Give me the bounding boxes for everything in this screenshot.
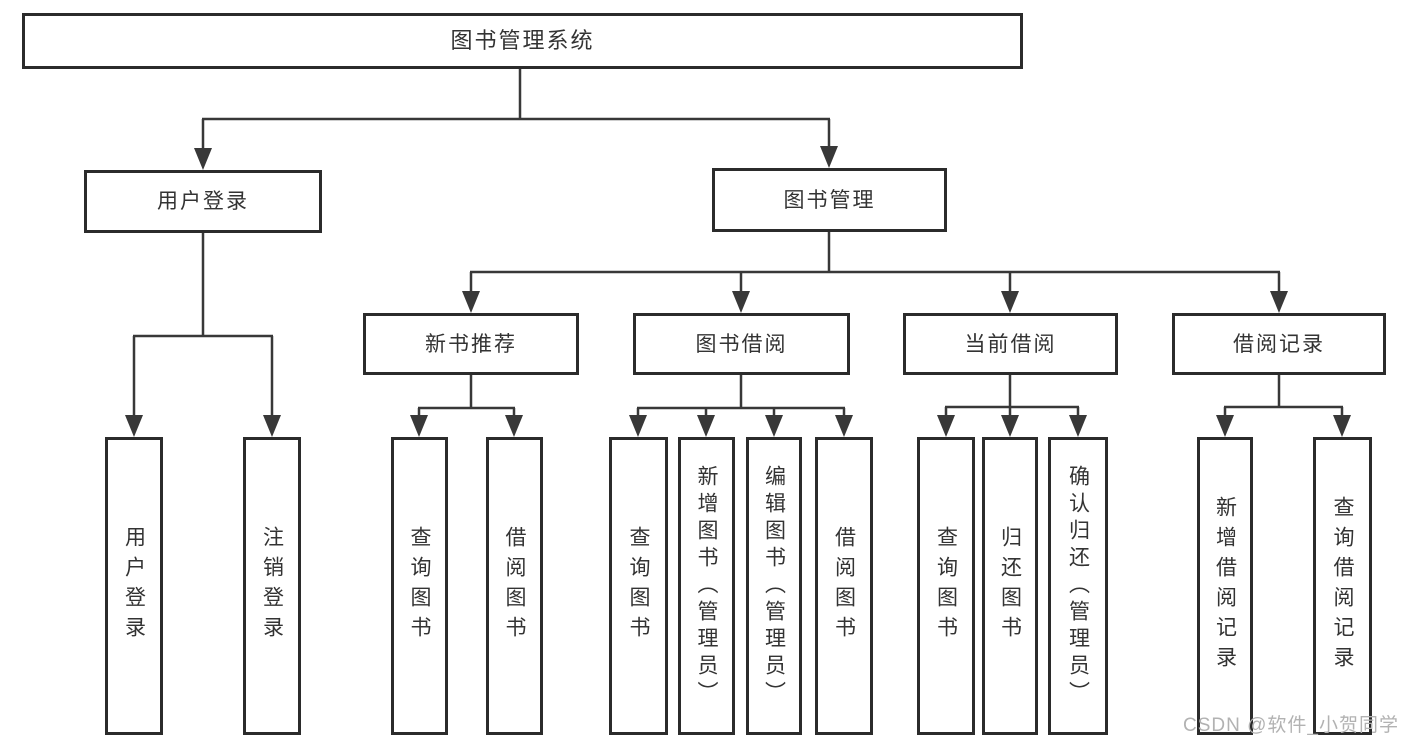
leaf-edit-book-admin: 编辑图书（管理员） xyxy=(746,437,802,735)
leaf-logout: 注销登录 xyxy=(243,437,301,735)
node-new-book-recommend-label: 新书推荐 xyxy=(425,332,517,356)
leaf-query-books-current: 查询图书 xyxy=(917,437,975,735)
connector-book-management-to-level3 xyxy=(469,232,1281,303)
leaf-return-books-label: 归还图书 xyxy=(998,526,1022,646)
leaf-query-borrow-record-label: 查询借阅记录 xyxy=(1331,496,1354,676)
node-user-login-label: 用户登录 xyxy=(157,190,249,213)
node-borrow-records-label: 借阅记录 xyxy=(1233,332,1325,356)
node-root-label: 图书管理系统 xyxy=(450,28,595,53)
leaf-edit-book-admin-label: 编辑图书（管理员） xyxy=(762,464,786,708)
leaf-borrow-books-label: 借阅图书 xyxy=(832,526,856,646)
node-borrow-records: 借阅记录 xyxy=(1172,313,1386,375)
node-user-login: 用户登录 xyxy=(84,170,322,233)
leaf-query-books-borrow-label: 查询图书 xyxy=(627,526,650,646)
leaf-user-login: 用户登录 xyxy=(105,437,163,735)
connector-new-book-to-leaves xyxy=(417,375,516,427)
leaf-add-book-admin: 新增图书（管理员） xyxy=(678,437,735,735)
leaf-confirm-return-admin-label: 确认归还（管理员） xyxy=(1066,464,1090,708)
connector-root-to-level2 xyxy=(201,69,831,160)
connector-book-borrow-to-leaves xyxy=(636,375,846,427)
leaf-query-books-borrow: 查询图书 xyxy=(609,437,668,735)
leaf-logout-label: 注销登录 xyxy=(260,526,284,646)
node-book-management-label: 图书管理 xyxy=(783,188,876,212)
leaf-user-login-label: 用户登录 xyxy=(122,526,146,646)
leaf-borrow-books-recommend: 借阅图书 xyxy=(486,437,543,735)
leaf-borrow-books: 借阅图书 xyxy=(815,437,873,735)
leaf-borrow-books-recommend-label: 借阅图书 xyxy=(503,526,526,646)
node-new-book-recommend: 新书推荐 xyxy=(363,313,579,375)
leaf-query-books-recommend-label: 查询图书 xyxy=(408,526,431,646)
leaf-return-books: 归还图书 xyxy=(982,437,1038,735)
leaf-confirm-return-admin: 确认归还（管理员） xyxy=(1048,437,1108,735)
leaf-add-borrow-record-label: 新增借阅记录 xyxy=(1213,496,1237,676)
connector-user-login-to-leaves xyxy=(132,233,274,427)
arrowheads xyxy=(125,146,1351,437)
leaf-add-borrow-record: 新增借阅记录 xyxy=(1197,437,1253,735)
node-book-borrow: 图书借阅 xyxy=(633,313,850,375)
leaf-query-books-recommend: 查询图书 xyxy=(391,437,448,735)
watermark: CSDN @软件_小贺同学 xyxy=(1183,715,1399,736)
node-current-borrow: 当前借阅 xyxy=(903,313,1118,375)
connector-borrow-records-to-leaves xyxy=(1223,375,1344,427)
node-current-borrow-label: 当前借阅 xyxy=(964,332,1057,356)
leaf-query-borrow-record: 查询借阅记录 xyxy=(1313,437,1372,735)
leaf-query-books-current-label: 查询图书 xyxy=(934,526,958,646)
node-book-management: 图书管理 xyxy=(712,168,947,232)
leaf-add-book-admin-label: 新增图书（管理员） xyxy=(695,464,718,708)
node-book-borrow-label: 图书借阅 xyxy=(695,332,788,356)
node-root: 图书管理系统 xyxy=(22,13,1023,69)
